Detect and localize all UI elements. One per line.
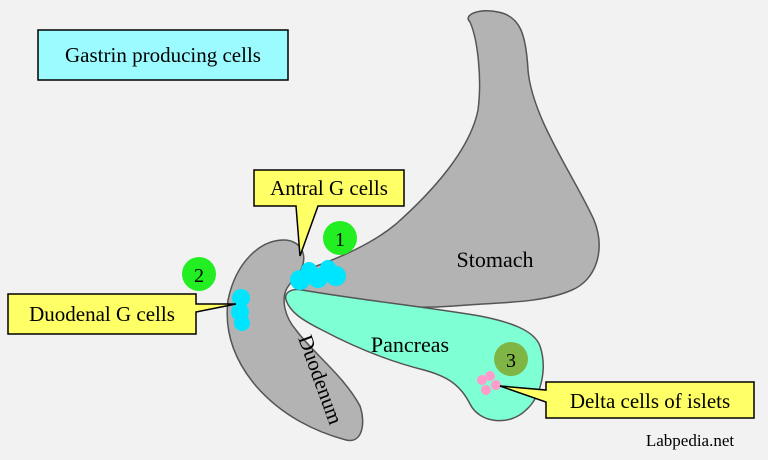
badge-3: 3	[494, 342, 528, 376]
stomach-shape	[293, 10, 600, 309]
badge-2: 2	[182, 257, 216, 291]
callout-duodenal: Duodenal G cells	[7, 293, 237, 335]
badge-1-circle	[323, 221, 357, 255]
title-text: Gastrin producing cells	[65, 43, 261, 67]
title-box	[37, 29, 289, 81]
badge-2-circle	[182, 257, 216, 291]
duodenal-g-cells	[231, 289, 250, 331]
callout-duodenal-box	[7, 293, 237, 335]
duodenum-shape	[226, 239, 364, 442]
callout-antral: Antral G cells	[253, 169, 405, 257]
pancreas-label: Pancreas	[371, 332, 449, 357]
watermark: Labpedia.net	[646, 431, 735, 450]
badge-1: 1	[323, 221, 357, 255]
callout-delta-label: Delta cells of islets	[570, 389, 730, 413]
callout-duodenal-label: Duodenal G cells	[29, 302, 175, 326]
pancreas-shape	[284, 288, 544, 422]
antral-g-cells	[290, 260, 346, 290]
callout-antral-label: Antral G cells	[270, 176, 388, 200]
callout-antral-box	[253, 169, 405, 257]
badge-3-circle	[494, 342, 528, 376]
badge-3-number: 3	[506, 350, 516, 372]
stomach-label: Stomach	[457, 247, 534, 272]
badge-2-number: 2	[194, 265, 204, 287]
callout-delta-box	[499, 381, 755, 419]
delta-cells	[477, 371, 501, 395]
title-group: Gastrin producing cells	[37, 29, 289, 81]
badge-1-number: 1	[335, 229, 345, 251]
callout-delta: Delta cells of islets	[499, 381, 755, 419]
